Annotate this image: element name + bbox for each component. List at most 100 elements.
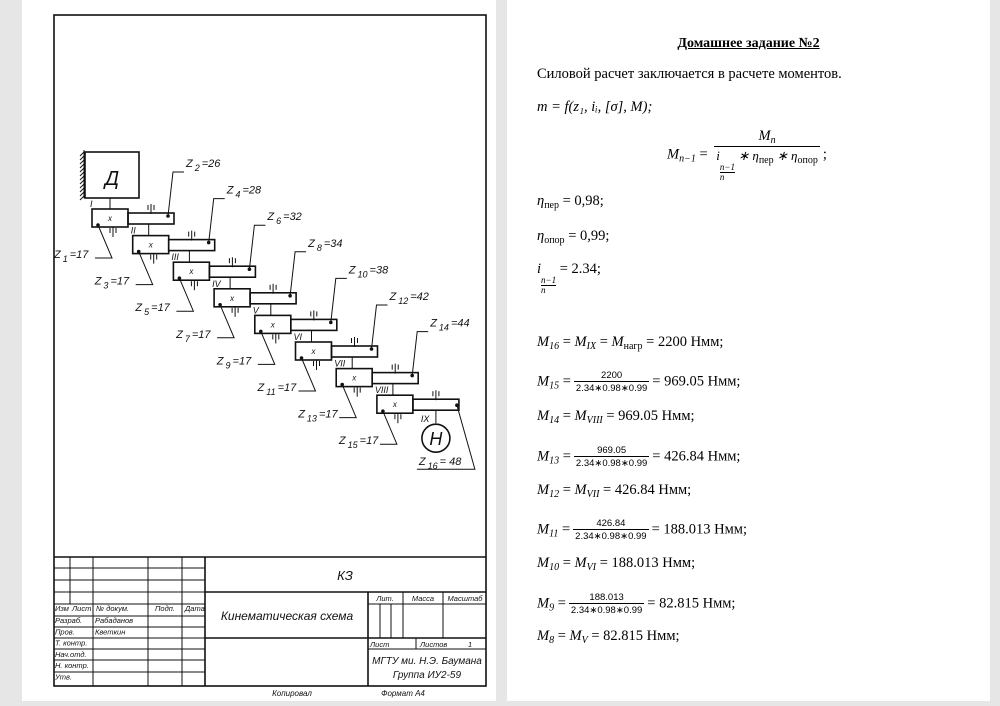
leader-right — [248, 224, 266, 270]
leader-left — [298, 357, 317, 392]
moment-index: 10 — [549, 562, 560, 573]
gear-teeth: =17 — [192, 329, 212, 341]
leader-right — [416, 405, 476, 470]
tb-header: Изм — [55, 604, 69, 613]
equation: M16 = MIX = Mнагр = 2200 Нмм; — [537, 334, 724, 352]
gear-index: 3 — [103, 281, 108, 291]
moment-symbol: M — [537, 521, 550, 538]
arrow-head — [177, 276, 182, 281]
tb-format: Формат А4 — [381, 689, 425, 698]
gear-teeth: =17 — [360, 435, 380, 447]
leader-right — [289, 251, 307, 296]
arrow-head — [96, 223, 100, 227]
gear-index: 8 — [317, 243, 322, 253]
text-page: Домашнее задание №2 Силовой расчет заклю… — [507, 0, 990, 701]
equation-result: 2200 Нмм; — [657, 334, 724, 350]
gear-letter: Z — [338, 435, 347, 447]
equation-result: 188.013 Нмм; — [611, 555, 696, 571]
moment-index: 15 — [549, 380, 560, 392]
gear-letter: Z — [297, 409, 306, 421]
num-sub: n — [770, 135, 776, 146]
arrow-head — [340, 382, 345, 387]
gear-teeth: = 48 — [440, 456, 463, 468]
motor-label: Д — [103, 168, 119, 190]
tb-lit: Лит. — [375, 594, 394, 603]
gear-letter: Z — [185, 158, 194, 170]
eta-opor-value: = 0,99; — [564, 228, 610, 244]
eta-opor-sub: опор — [544, 235, 565, 246]
moment-index: 12 — [549, 489, 560, 500]
equation-result: 426.84 Нмм; — [614, 482, 692, 498]
leader-right — [330, 277, 347, 323]
shaft-number: VII — [334, 359, 346, 369]
mount-hatch — [79, 179, 85, 185]
moment-index: 13 — [549, 455, 560, 467]
moment-index: IX — [586, 341, 597, 352]
den-i: i — [716, 148, 720, 163]
den-eta2: ∗ η — [773, 148, 798, 163]
denominator: 2.34∗0.98∗0.99 — [568, 603, 645, 616]
shaft-number: IV — [212, 279, 222, 289]
shaft-number: IX — [421, 414, 431, 424]
gear-letter: Z — [429, 318, 438, 330]
doc-code: КЗ — [337, 568, 353, 583]
gear-index: 16 — [428, 461, 438, 471]
ratio-value: = 2.34; — [556, 261, 601, 277]
tb-copied: Копировал — [272, 689, 312, 698]
gear-teeth: =44 — [451, 318, 470, 330]
ratio-top: n−1 — [541, 275, 557, 286]
den-eta1: ∗ η — [734, 148, 759, 163]
denominator: 2.34∗0.98∗0.99 — [573, 529, 649, 542]
tb-role: Т. контр. — [55, 639, 87, 648]
gear-index: 15 — [348, 440, 359, 450]
tb-role: Нач.отд. — [55, 650, 87, 659]
leader-right — [411, 331, 429, 376]
tb-role: Пров. — [55, 627, 75, 636]
gear-mark: x — [270, 320, 276, 329]
moment-symbol: M — [537, 334, 550, 350]
gear-teeth: =17 — [151, 302, 171, 314]
equation: M8 = MV = 82.815 Нмм; — [537, 628, 680, 646]
tb-sheets: Листов — [419, 640, 447, 649]
shaft-number: VI — [294, 332, 303, 342]
gear-letter: Z — [94, 276, 103, 288]
tb-sheets-count: 1 — [468, 640, 472, 649]
gear-teeth: =17 — [110, 276, 130, 288]
shaft-number: V — [253, 305, 260, 315]
moment-index: VIII — [586, 415, 603, 426]
moment-symbol: M — [574, 482, 587, 498]
moment-symbol: M — [537, 628, 550, 644]
gear-teeth: =17 — [278, 382, 298, 394]
tb-header: Подп. — [155, 604, 175, 613]
equation: M10 = MVI = 188.013 Нмм; — [537, 555, 696, 573]
mount-hatch — [79, 151, 85, 157]
ratio-bot: n — [541, 285, 546, 295]
gear-letter: Z — [226, 185, 235, 197]
moment-symbol: M — [569, 628, 582, 644]
eta-opor: ηопор = 0,99; — [537, 228, 610, 246]
tb-header: Лист — [71, 604, 91, 613]
gear-teeth: =32 — [283, 211, 302, 223]
equation-result: 82.815 Нмм; — [659, 595, 736, 612]
leader-left — [339, 384, 357, 419]
arrow-head — [259, 329, 263, 334]
gear-teeth: =17 — [70, 249, 90, 261]
numerator: 969.05 — [597, 445, 627, 456]
moment-index: 8 — [549, 635, 555, 646]
gear-mark: x — [229, 294, 235, 303]
leader-left — [217, 304, 235, 339]
gear-index: 6 — [276, 216, 281, 226]
leader-right — [371, 304, 388, 350]
